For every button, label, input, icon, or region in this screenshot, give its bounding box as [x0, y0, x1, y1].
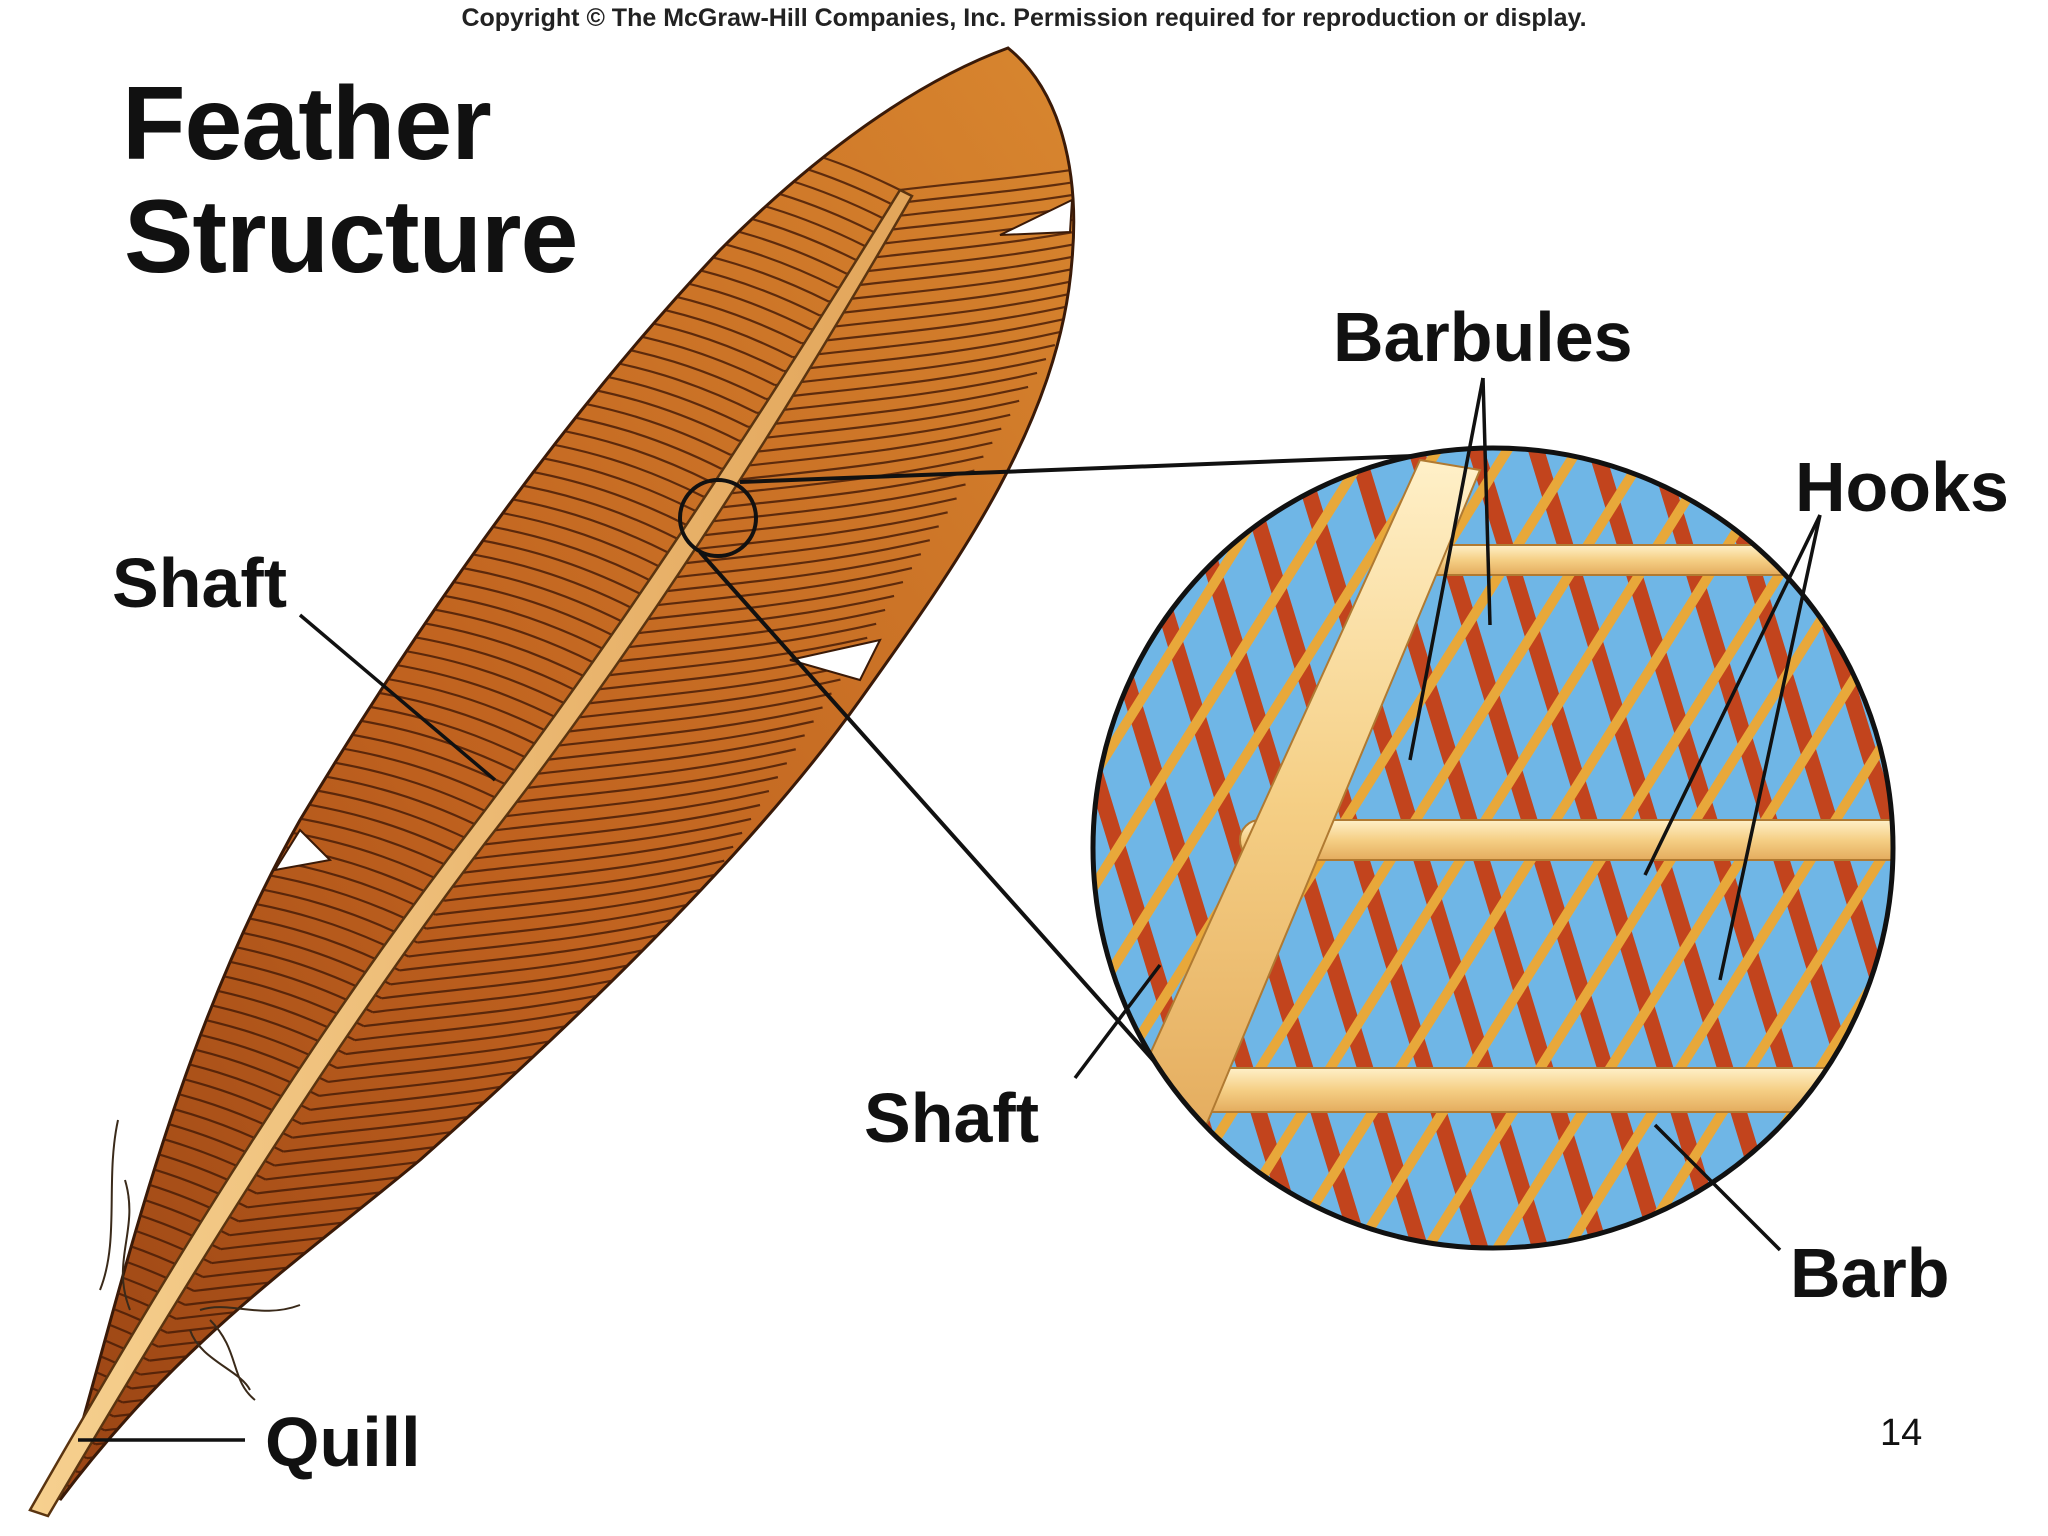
vane-barb-line: [587, 636, 868, 679]
vane-barb-line: [765, 357, 1047, 401]
vane-barb-line: [596, 622, 877, 665]
vane-barb-line: [890, 162, 1074, 206]
vane-barb-line: [470, 817, 752, 861]
label-hooks: Hooks: [1795, 448, 2009, 526]
title-line-2: Structure: [124, 179, 578, 295]
vane-barb-line: [613, 594, 895, 638]
vane-barb-line: [756, 371, 1038, 415]
vane-barb-line: [506, 762, 788, 805]
vane-barb-line: [855, 218, 1074, 261]
vane-barb-line: [381, 957, 662, 1000]
label-shaft-feather: Shaft: [112, 544, 287, 622]
barbule-hooked: [1093, 448, 1385, 1248]
vane-barb-line: [649, 539, 931, 582]
vane-barb-line: [524, 734, 805, 777]
page-number: 14: [1880, 1412, 1923, 1454]
feather-shaft: [28, 188, 914, 1518]
vane-barb-line: [828, 260, 1074, 303]
barb: [1119, 1067, 1893, 1113]
vane-barb-line: [810, 288, 1074, 331]
vane-barb-line: [819, 274, 1074, 317]
vane-barb-line: [372, 971, 654, 1014]
barbule-hooked: [1093, 448, 1315, 1248]
vane-barb-line: [676, 497, 957, 540]
vane-barb-line: [640, 553, 922, 596]
connector-line: [739, 453, 1441, 484]
barb: [1399, 544, 1893, 576]
vane-barb-line: [488, 789, 770, 833]
vane-barb-line: [542, 706, 823, 749]
vane-barb-line: [604, 608, 886, 651]
vane-barb-line: [453, 845, 734, 888]
vane-barb-line: [864, 204, 1074, 247]
downy-barbs: [99, 1119, 301, 1401]
label-barbules: Barbules: [1333, 298, 1633, 376]
vane-barb-line: [846, 232, 1074, 275]
vane-barb-line: [801, 302, 1074, 345]
vane-barb-line: [739, 399, 1020, 442]
vane-barb-line: [721, 427, 1002, 470]
vane-barb-line: [479, 803, 761, 847]
title-line-1: Feather: [122, 66, 492, 182]
label-barb: Barb: [1790, 1234, 1950, 1312]
barb: [1239, 819, 1893, 861]
vane-barb-line: [792, 316, 1074, 359]
vane-barb-line: [515, 748, 796, 791]
vane-barb-line: [426, 887, 707, 930]
vane-barb-line: [658, 525, 939, 568]
label-shaft-detail: Shaft: [864, 1079, 1039, 1157]
vane-barb-line: [694, 469, 975, 512]
vane-barb-line: [417, 901, 698, 944]
vane-barb-line: [390, 943, 671, 986]
vane-barb-line: [444, 859, 725, 902]
vane-barb-line: [461, 831, 743, 874]
vane-barb-line: [873, 190, 1074, 233]
connector-line: [698, 550, 1164, 1072]
vane-barb-line: [435, 873, 716, 916]
vane-barb-line: [712, 441, 993, 484]
vane-barb-line: [560, 678, 841, 721]
vane-barb-line: [631, 567, 913, 610]
vane-barb-line: [774, 344, 1056, 387]
leader-lines: [78, 377, 1822, 1442]
vane-barb-line: [685, 483, 966, 526]
vane-barb-line: [497, 776, 779, 819]
magnify-circle: [678, 478, 758, 558]
vane-barb-line: [399, 929, 680, 972]
barbule-hooked: [1980, 430, 2048, 1260]
vane-barb-line: [837, 246, 1074, 289]
vane-barb-line: [408, 915, 689, 958]
copyright-notice: Copyright © The McGraw-Hill Companies, I…: [461, 4, 1587, 32]
vane-barb-line: [533, 720, 814, 763]
vane-barb-line: [783, 330, 1065, 373]
label-quill: Quill: [265, 1403, 421, 1481]
vane-barb-line: [551, 692, 832, 735]
vane-barb-line: [730, 413, 1011, 456]
barbule-hooked: [1910, 430, 2048, 1260]
vane-barb-line: [703, 455, 984, 498]
vane-barb-line: [881, 176, 1074, 219]
barbule-hooked: [1093, 448, 1455, 1248]
vane-barb-line: [747, 385, 1029, 429]
vane-barb-line: [899, 148, 1074, 192]
